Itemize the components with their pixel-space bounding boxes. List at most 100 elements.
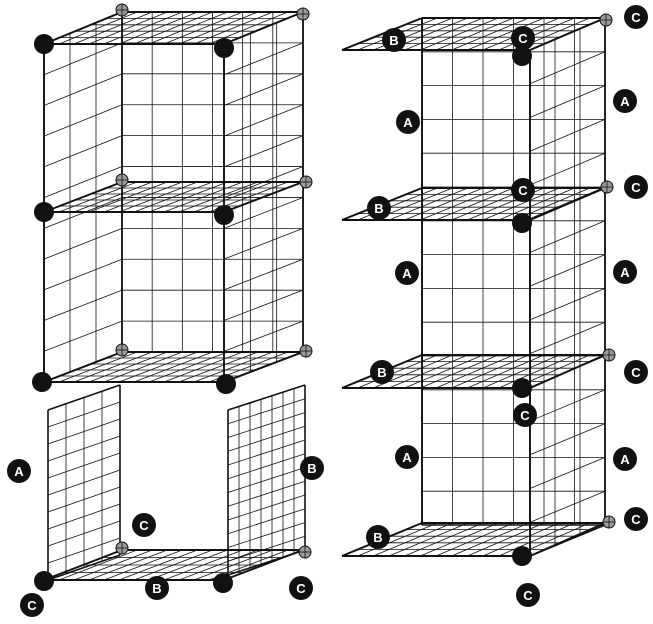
connector-ball [512, 378, 532, 398]
grid-wire [530, 18, 605, 50]
svg-text:A: A [620, 452, 630, 467]
label-panel-a: A [7, 459, 31, 483]
label-shelf-b: B [145, 576, 169, 600]
grid-wire [134, 352, 213, 382]
grid-wire [149, 12, 228, 44]
grid-wire [228, 440, 305, 465]
grid-wire [420, 18, 498, 50]
grid-wire [44, 105, 122, 136]
grid-wire [228, 385, 305, 410]
label-connector-c: C [516, 583, 540, 607]
grid-wire [530, 424, 605, 455]
svg-text:C: C [631, 180, 641, 195]
grid-wire [530, 52, 605, 84]
label-shelf-b: B [370, 360, 394, 384]
grid-wire [119, 12, 197, 44]
grid-wire [228, 495, 305, 520]
grid-wire [228, 523, 305, 548]
svg-text:C: C [296, 581, 306, 596]
grid-wire [405, 188, 483, 220]
svg-text:C: C [631, 10, 641, 25]
grid-wire [530, 188, 605, 220]
connector-ball [213, 573, 233, 593]
grid-wire [228, 426, 305, 451]
grid-wire [358, 355, 438, 388]
tower-back-panel [422, 18, 605, 525]
label-panel-a: A [613, 260, 637, 284]
grid-wire [179, 352, 258, 382]
panel-b-right [228, 385, 305, 575]
grid-wire [530, 119, 605, 151]
svg-text:C: C [518, 183, 528, 198]
grid-wire [228, 509, 305, 534]
grid-wire [389, 188, 468, 220]
bottom-shelf [44, 352, 303, 382]
grid-wire [405, 523, 483, 556]
connector-icon [601, 181, 613, 193]
grid-wire [499, 355, 575, 388]
grid-wire [224, 321, 303, 351]
label-connector-c: C [511, 178, 535, 202]
grid-wire [89, 12, 167, 44]
grid-wire [59, 182, 137, 212]
label-panel-a: A [395, 445, 419, 469]
grid-wire [530, 355, 605, 388]
grid-wire [59, 12, 137, 44]
svg-text:C: C [631, 365, 641, 380]
svg-text:B: B [377, 365, 386, 380]
grid-wire [530, 491, 605, 522]
svg-text:A: A [402, 266, 412, 281]
connector-icon [116, 344, 128, 356]
connector-icon [297, 8, 309, 20]
svg-text:A: A [402, 450, 412, 465]
grid-wire [499, 18, 575, 50]
connector-ball [512, 213, 532, 233]
grid-wire [224, 12, 303, 44]
grid-wire [436, 355, 514, 388]
grid-wire [224, 259, 303, 290]
svg-text:B: B [389, 33, 398, 48]
svg-text:A: A [620, 94, 630, 109]
bottom-shelf-b [44, 550, 303, 580]
grid-wire [224, 182, 303, 212]
grid-wire [420, 523, 498, 556]
connector-icon [300, 176, 312, 188]
grid-wire [104, 12, 182, 44]
grid-wire [104, 182, 182, 212]
grid-wire [179, 12, 258, 44]
grid-wire [44, 321, 122, 351]
grid-wire [436, 18, 514, 50]
grid-wire [134, 182, 213, 212]
grid-wire [119, 352, 197, 382]
grid-wire [467, 355, 544, 388]
grid-wire [149, 182, 228, 212]
svg-text:C: C [520, 408, 530, 423]
svg-text:A: A [620, 265, 630, 280]
grid-wire [44, 290, 122, 320]
connector-icon [603, 349, 615, 361]
grid-wire [530, 255, 605, 287]
assembled-two-cube-unit [32, 4, 312, 394]
grid-wire [149, 352, 228, 382]
three-cube-tower [342, 14, 615, 566]
svg-text:C: C [139, 518, 149, 533]
svg-text:B: B [152, 581, 161, 596]
grid-wire [436, 523, 514, 556]
grid-wire [224, 352, 303, 382]
svg-text:C: C [27, 598, 37, 613]
connector-icon [600, 14, 612, 26]
grid-wire [499, 188, 575, 220]
grid-wire [134, 12, 213, 44]
connector-ball [34, 34, 54, 54]
grid-wire [224, 136, 303, 167]
grid-wire [228, 413, 305, 438]
label-connector-c: C [624, 507, 648, 531]
grid-wire [228, 468, 305, 493]
connector-icon [116, 174, 128, 186]
tower-shelf-1 [342, 18, 605, 50]
connector-ball [512, 546, 532, 566]
grid-wire [389, 523, 468, 556]
svg-text:A: A [403, 115, 413, 130]
grid-wire [389, 355, 468, 388]
